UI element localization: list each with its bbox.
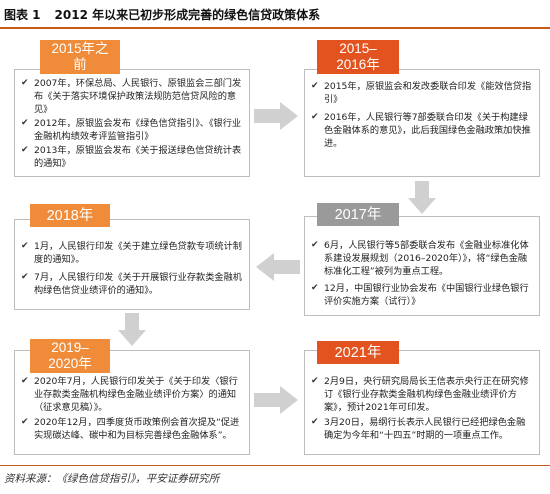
check-icon: ✔ xyxy=(311,112,319,122)
arrow-left-icon xyxy=(256,253,300,281)
stage-card-2019-2020: ✔2020年7月，人民银行印发关于《关于印发〈银行业存款类金融机构绿色金融业绩评… xyxy=(14,350,250,455)
check-icon: ✔ xyxy=(311,417,319,427)
list-item: ✔2007年，环保总局、人民银行、原银监会三部门发布《关于落实环境保护政策法规防… xyxy=(21,78,242,115)
list-item: ✔2016年，人民银行等7部委联合印发《关于构建绿色金融体系的意见》，此后我国绿… xyxy=(311,112,531,149)
stage-card-2015-before: ✔2007年，环保总局、人民银行、原银监会三部门发布《关于落实环境保护政策法规防… xyxy=(14,69,250,177)
list-item: ✔2012年，原银监会发布《绿色信贷指引》、《银行业金融机构绩效考评监管指引》 xyxy=(21,118,242,142)
figure-title: 图表 1 2012 年以来已初步形成完善的绿色信贷政策体系 xyxy=(4,6,320,23)
stage-card-2021: ✔2月9日，央行研究局局长王信表示央行正在研究修订《银行业存款类金融机构绿色金融… xyxy=(304,350,540,455)
arrow-right-icon xyxy=(254,102,298,130)
list-item: ✔6月，人民银行等5部委联合发布《金融业标准化体系建设发展规划（2016–202… xyxy=(311,240,529,277)
list-item: ✔2015年，原银监会和发改委联合印发《能效信贷指引》 xyxy=(311,81,532,105)
check-icon: ✔ xyxy=(21,118,29,128)
footer-rule xyxy=(0,465,550,466)
header-rule xyxy=(0,27,550,29)
list-item: ✔3月20日，易纲行长表示人民银行已经把绿色金融确定为今年和“十四五”时期的一项… xyxy=(311,417,526,441)
figure-number: 图表 1 xyxy=(4,8,41,22)
check-icon: ✔ xyxy=(311,81,319,91)
check-icon: ✔ xyxy=(21,241,29,251)
check-icon: ✔ xyxy=(311,283,319,293)
stage-label-2018: 2018年 xyxy=(30,204,110,227)
arrow-down-icon xyxy=(408,181,436,214)
stage-label-2015-2016: 2015–2016年 xyxy=(317,40,399,74)
figure-title-text: 2012 年以来已初步形成完善的绿色信贷政策体系 xyxy=(54,8,321,22)
list-item: ✔12月，中国银行业协会发布《中国银行业绿色银行评价实施方案（试行）》 xyxy=(311,283,529,307)
stage-label-2015-before: 2015年之前 xyxy=(40,40,120,74)
check-icon: ✔ xyxy=(21,417,29,427)
check-icon: ✔ xyxy=(21,78,29,88)
stage-label-2021: 2021年 xyxy=(317,341,399,364)
arrow-right-icon xyxy=(254,386,298,414)
list-item: ✔2020年7月，人民银行印发关于《关于印发〈银行业存款类金融机构绿色金融业绩评… xyxy=(21,376,238,413)
check-icon: ✔ xyxy=(21,376,29,386)
list-item: ✔1月，人民银行印发《关于建立绿色贷款专项统计制度的通知》。 xyxy=(21,241,242,265)
list-item: ✔2013年，原银监会发布《关于报送绿色信贷统计表的通知》 xyxy=(21,145,242,169)
stage-card-2017: ✔6月，人民银行等5部委联合发布《金融业标准化体系建设发展规划（2016–202… xyxy=(304,216,540,316)
check-icon: ✔ xyxy=(21,272,29,282)
check-icon: ✔ xyxy=(311,240,319,250)
stage-label-2019-2020: 2019–2020年 xyxy=(30,339,110,373)
check-icon: ✔ xyxy=(21,145,29,155)
stage-card-2018: ✔1月，人民银行印发《关于建立绿色贷款专项统计制度的通知》。 ✔7月，人民银行印… xyxy=(14,219,250,310)
list-item: ✔7月，人民银行印发《关于开展银行业存款类金融机构绿色信贷业绩评价的通知》。 xyxy=(21,272,242,296)
stage-card-2015-2016: ✔2015年，原银监会和发改委联合印发《能效信贷指引》 ✔2016年，人民银行等… xyxy=(304,69,540,177)
stage-label-2017: 2017年 xyxy=(317,203,399,226)
arrow-down-icon xyxy=(118,313,146,346)
list-item: ✔2月9日，央行研究局局长王信表示央行正在研究修订《银行业存款类金融机构绿色金融… xyxy=(311,376,529,413)
figure-header: 图表 1 2012 年以来已初步形成完善的绿色信贷政策体系 xyxy=(0,0,550,27)
check-icon: ✔ xyxy=(311,376,319,386)
list-item: ✔2020年12月，四季度货币政策例会首次提及“促进实现碳达峰、碳中和为目标完善… xyxy=(21,417,240,441)
source-note: 资料来源：《绿色信贷指引》，平安证券研究所 xyxy=(4,473,220,485)
